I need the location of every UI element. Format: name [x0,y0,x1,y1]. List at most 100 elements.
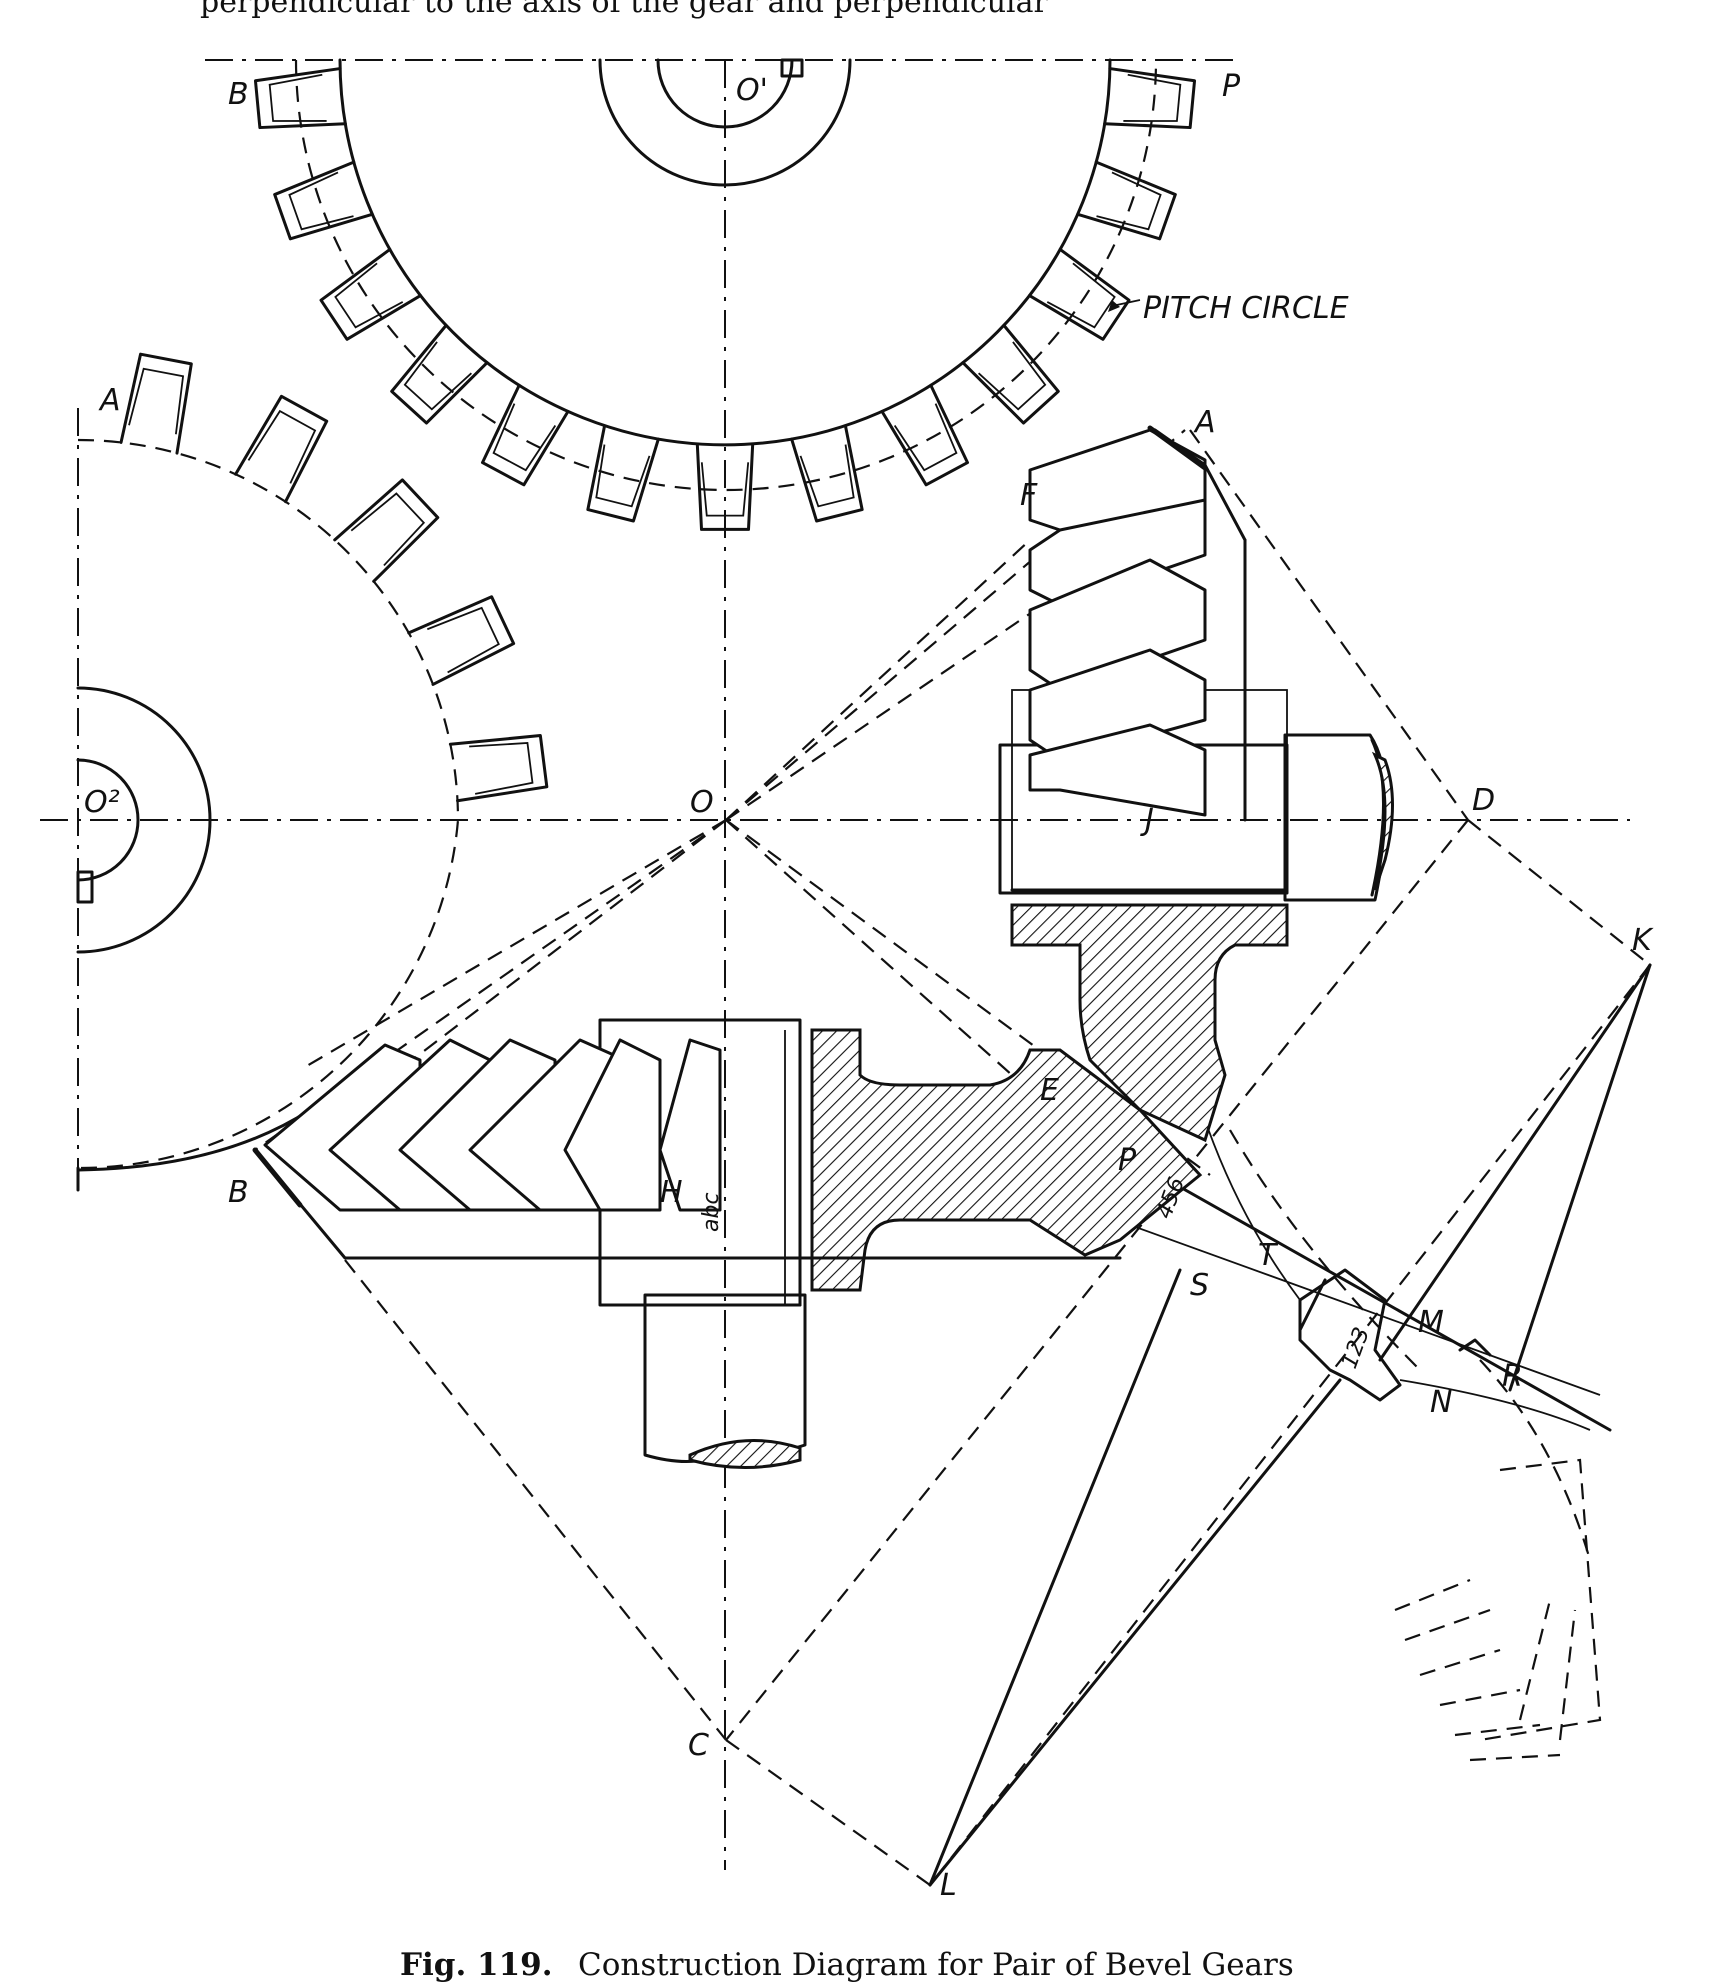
lower-gear-web-section [810,1028,1203,1292]
label-b-left: B [228,1175,249,1210]
label-s: S [1190,1268,1209,1303]
gear-tooth-bevel [492,403,557,472]
gear-tooth-bevel [469,742,534,795]
label-a-upper: A [1193,405,1216,440]
top-gear-root-circle [338,58,1112,447]
figure-caption: Fig. 119. Construction Diagram for Pair … [400,1947,1294,1983]
label-123: 123 [1337,1324,1375,1372]
gear-tooth-bevel [978,341,1047,411]
gear-tooth-bevel [128,367,185,435]
label-abc: abc [699,1192,724,1232]
label-o1: O' [736,73,768,108]
upper-shaft-break-hatch [1371,751,1394,891]
gear-tooth [407,595,516,686]
top-gear-face-view [205,58,1240,1870]
gear-tooth [586,424,660,523]
gear-tooth [319,247,422,341]
upper-bevel-gear-teeth [1028,428,1207,817]
line-b-c [344,1259,727,1741]
label-m: M [1418,1305,1444,1340]
gear-tooth [790,424,864,523]
gear-tooth-bevel [1046,262,1116,329]
top-gear-hub-outer [598,58,852,187]
label-o2: O² [84,785,120,820]
gear-tooth [1076,160,1177,241]
bevel-tooth [563,1038,662,1212]
label-k: K [1632,923,1654,958]
line-a-d [1189,429,1469,821]
label-r: R [1502,1359,1523,1394]
gear-tooth-bevel [403,341,472,411]
lower-bevel-gear-section [252,1018,1203,1469]
gear-tooth [448,734,549,803]
line-l-s [928,1268,1182,1887]
label-p-top: P [1222,69,1241,104]
label-h: H [660,1175,683,1210]
left-gear-teeth [119,352,549,803]
line-d-c [725,819,1469,1741]
gear-tooth [273,160,374,241]
page-header-fragment: perpendicular to the axis of the gear an… [200,0,1049,20]
caption-figure-number: Fig. 119. [400,1947,553,1983]
left-gear-face-view [40,352,1630,1192]
line-l-n [928,1378,1342,1887]
top-gear-pitch-circle [294,59,1158,492]
back-cone-arc-1 [1204,1119,1301,1301]
upper-shaft [1283,733,1388,902]
gear-tooth-bevel [350,492,426,567]
left-gear-pitch-circle [77,438,460,1170]
developed-tooth [1298,1268,1402,1402]
upper-gear-web-section [1010,903,1289,1143]
gear-tooth [119,352,193,455]
line-k-r [1508,963,1652,1392]
gear-tooth [695,442,755,531]
gear-tooth-bevel [247,409,317,484]
gear-tooth-bevel [288,171,354,231]
gear-tooth-bevel [334,262,404,329]
lower-shaft-break-hatch [688,1439,802,1469]
gear-tooth-bevel [595,444,651,508]
bevel-tooth [1028,558,1207,692]
label-b-top: B [228,77,249,112]
point-labels: B P O' A A F O² O J D K E P B H abc 456 … [84,69,1654,1903]
bevel-tooth [1028,723,1207,817]
gear-tooth [333,478,440,583]
gear-tooth-bevel [1123,73,1182,122]
label-n: N [1430,1385,1452,1420]
label-f: F [1020,478,1038,513]
caption-title: Construction Diagram for Pair of Bevel G… [578,1947,1294,1983]
gear-tooth [390,323,489,425]
gear-tooth-bevel [799,444,855,508]
line-k-m [1378,963,1652,1362]
label-pitch-circle: PITCH CIRCLE [1143,291,1349,326]
label-d: D [1472,783,1495,818]
label-e: E [1040,1073,1059,1108]
left-gear-hub-outer [76,686,212,954]
upper-bevel-gear-section [998,425,1394,1143]
developed-tooth-sketch [1298,1268,1602,1762]
gear-tooth [1103,67,1197,130]
label-p-mid: P [1118,1143,1137,1178]
line-k-l [929,964,1651,1886]
left-gear-keyway [76,870,94,904]
top-gear-bore [656,58,794,129]
line-d-k [1467,819,1651,966]
label-l: L [940,1868,957,1903]
gear-tooth-bevel [700,462,750,517]
left-gear-bore [76,758,140,882]
gear-tooth-bevel [1096,171,1162,231]
gear-tooth-bevel [268,73,327,122]
lower-bevel-gear-teeth [263,1038,722,1212]
gear-tooth [253,67,347,130]
bevel-tooth [1028,648,1207,762]
gear-tooth [880,383,970,487]
label-a-left: A [98,383,121,418]
label-t: T [1258,1238,1279,1273]
top-gear-keyway [780,58,804,78]
gear-tooth [1028,247,1131,341]
line-c-l [725,1739,931,1886]
gear-tooth [961,323,1060,425]
gear-tooth-bevel [426,606,500,674]
